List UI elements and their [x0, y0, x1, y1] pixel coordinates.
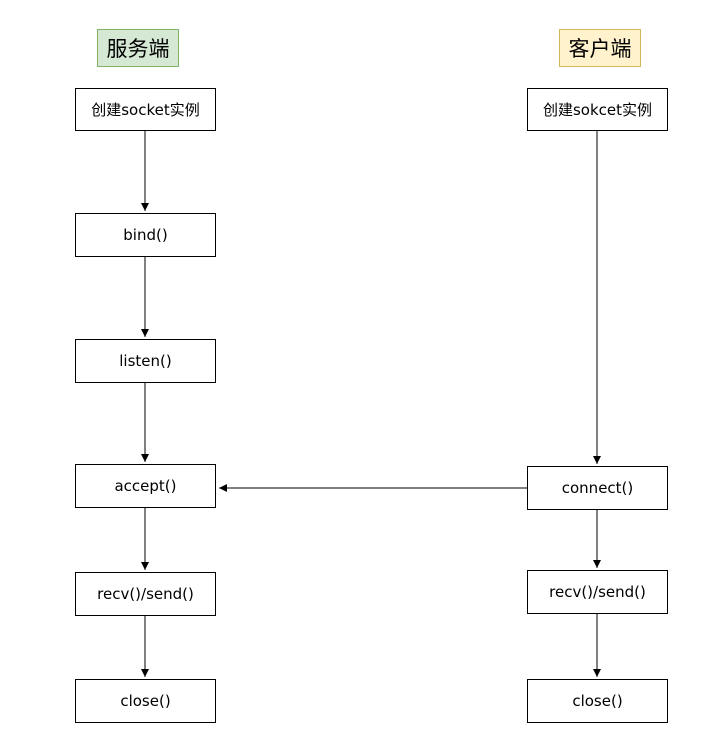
server-listen-box: listen()	[75, 339, 216, 383]
client-connect-box: connect()	[527, 466, 668, 510]
server-accept-box: accept()	[75, 464, 216, 508]
server-create-socket-box: 创建socket实例	[75, 88, 216, 131]
client-header: 客户端	[559, 29, 641, 67]
client-recv-send-box: recv()/send()	[527, 570, 668, 614]
server-header: 服务端	[97, 29, 179, 67]
client-create-socket-box: 创建sokcet实例	[527, 88, 668, 131]
server-bind-box: bind()	[75, 213, 216, 257]
server-recv-send-box: recv()/send()	[75, 572, 216, 616]
client-close-box: close()	[527, 679, 668, 723]
server-close-box: close()	[75, 679, 216, 723]
